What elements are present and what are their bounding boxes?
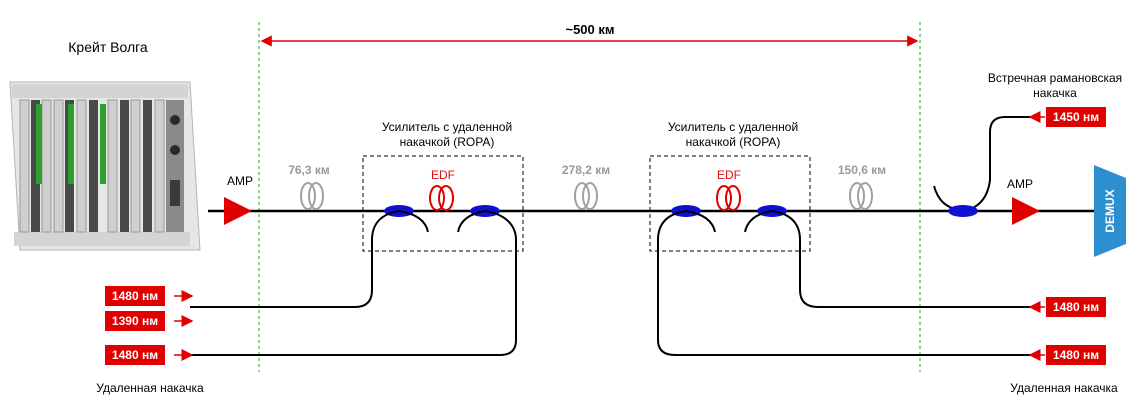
right-pump-caption: Удаленная накачка [1010,381,1118,395]
raman-pump-badge [1046,107,1106,127]
amp-left-triangle [224,197,252,225]
ropa1-edf-coil [429,185,454,211]
fiber-coil-2 [574,182,598,210]
ropa2-edf-label: EDF [717,168,741,182]
demux-block [1094,165,1126,257]
right-pump-wavelength-1: 1480 нм [1053,300,1099,314]
ropa1-pump-fiber-1480b [190,210,517,356]
right-pump-wavelength-2: 1480 нм [1053,348,1099,362]
crate-title: Крейт Волга [68,39,148,55]
ropa2-edf-coil [716,185,741,211]
crate-cards [19,99,184,233]
ropa1-edf-label: EDF [431,168,455,182]
ropa2-title-line1: Усилитель с удаленной [668,120,798,134]
fiber-length-2: 278,2 км [562,163,610,177]
span-length-label: ~500 км [565,22,614,37]
amp-right-triangle [1012,197,1040,225]
raman-pump-fiber [962,116,1030,212]
volga-crate-image: Крейт Волга [9,39,201,251]
fiber-coil-3 [849,182,873,210]
raman-coupler [948,205,978,217]
demux-label: DEMUX [1103,189,1117,232]
ropa2-title-line2: накачкой (ROPA) [686,135,781,149]
left-pump-caption: Удаленная накачка [96,381,204,395]
ropa2-pump-fiber-1480 [771,210,1030,308]
right-pump-badge-2 [1046,345,1106,365]
left-pump-badge-2 [105,311,165,331]
fiber-coil-1 [300,182,324,210]
raman-pump-wavelength: 1450 нм [1053,110,1099,124]
amp-right-label: AMP [1007,177,1033,191]
ropa1-title-line1: Усилитель с удаленной [382,120,512,134]
amp-left-label: AMP [227,174,253,188]
left-pump-badge-1 [105,286,165,306]
fiber-length-1: 76,3 км [288,163,330,177]
fiber-length-3: 150,6 км [838,163,886,177]
left-pump-badge-3 [105,345,165,365]
ropa1-pump-fiber-1480 [190,210,400,308]
ropa1-box [362,155,524,252]
left-pump-wavelength-1: 1480 нм [112,289,158,303]
ropa2-box [649,155,811,252]
ropa2-pump-fiber-1480b [657,210,1030,356]
raman-title-line2: накачка [1033,86,1077,100]
raman-title-line1: Встречная рамановская [988,71,1122,85]
left-pump-wavelength-3: 1480 нм [112,348,158,362]
left-pump-wavelength-2: 1390 нм [112,314,158,328]
ropa1-title-line2: накачкой (ROPA) [400,135,495,149]
right-pump-badge-1 [1046,297,1106,317]
